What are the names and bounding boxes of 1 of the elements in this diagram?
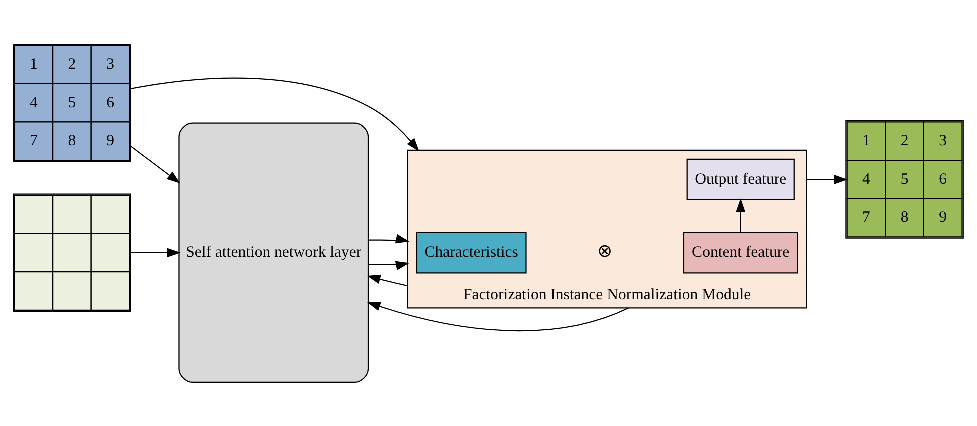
label: ⊗ — [598, 240, 613, 261]
